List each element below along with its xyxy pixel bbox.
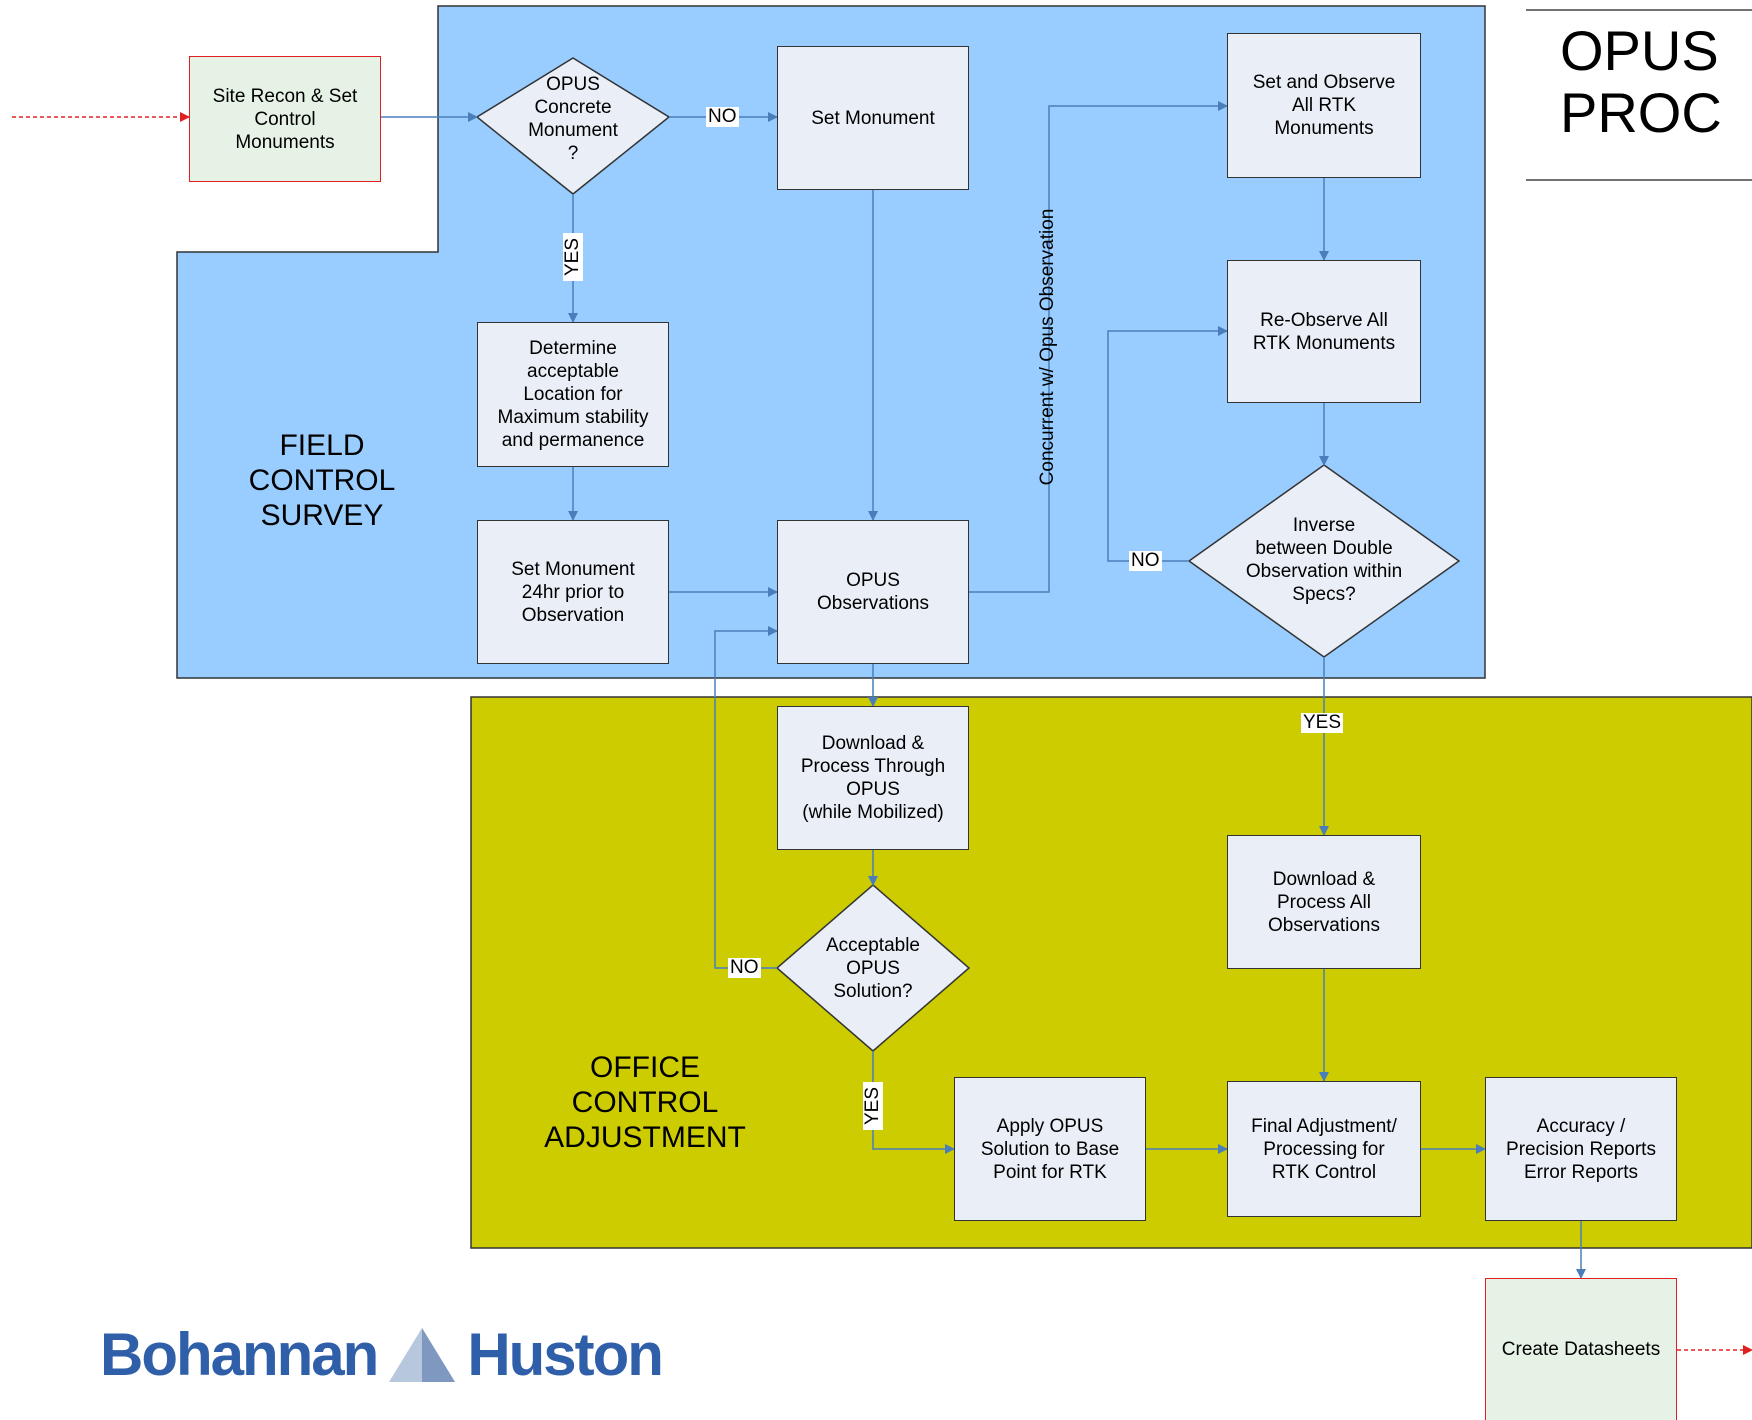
node-set-observe-rtk[interactable]: Set and Observe All RTK Monuments <box>1227 33 1421 178</box>
node-site-recon[interactable]: Site Recon & Set Control Monuments <box>189 56 381 182</box>
page-title: OPUS PROC <box>1560 19 1722 144</box>
company-logo: Bohannan Huston <box>100 1320 664 1389</box>
edge-label-no-set-monument: NO <box>706 106 739 127</box>
node-final-adjustment[interactable]: Final Adjustment/ Processing for RTK Con… <box>1227 1081 1421 1217</box>
node-download-process-opus[interactable]: Download & Process Through OPUS (while M… <box>777 706 969 850</box>
region-label-office: OFFICE CONTROL ADJUSTMENT <box>544 1051 746 1154</box>
node-inverse-specs[interactable]: Inverse between Double Observation withi… <box>1245 515 1403 605</box>
node-opus-observations[interactable]: OPUS Observations <box>777 520 969 664</box>
edge-label-concurrent: Concurrent w/ Opus Observation <box>1037 208 1058 486</box>
logo-triangle-icon <box>389 1327 456 1382</box>
edge-label-no-acceptable: NO <box>728 957 761 978</box>
logo-text-left: Bohannan <box>100 1321 379 1388</box>
edge-opusobs-to-setobserve <box>969 101 1228 593</box>
node-download-process-all[interactable]: Download & Process All Observations <box>1227 835 1421 969</box>
node-opus-concrete[interactable]: OPUS Concrete Monument ? <box>528 74 618 164</box>
node-reobserve-rtk[interactable]: Re-Observe All RTK Monuments <box>1227 260 1421 403</box>
node-acceptable-opus[interactable]: Acceptable OPUS Solution? <box>825 934 920 1002</box>
node-create-datasheets[interactable]: Create Datasheets <box>1485 1278 1677 1420</box>
node-apply-opus[interactable]: Apply OPUS Solution to Base Point for RT… <box>954 1077 1146 1221</box>
node-set-monument[interactable]: Set Monument <box>777 46 969 190</box>
edge-label-no-inverse: NO <box>1129 550 1162 571</box>
edge-label-yes-determine: YES <box>562 233 583 281</box>
node-accuracy-reports[interactable]: Accuracy / Precision Reports Error Repor… <box>1485 1077 1677 1221</box>
field-control-survey-region <box>176 5 1486 679</box>
logo-text-right: Huston <box>467 1321 664 1388</box>
region-label-field: FIELD CONTROL SURVEY <box>248 429 396 532</box>
node-set-monument-24hr[interactable]: Set Monument 24hr prior to Observation <box>477 520 669 664</box>
edge-label-yes-inverse: YES <box>1301 712 1344 733</box>
edge-label-yes-acceptable: YES <box>862 1082 883 1130</box>
node-determine-location[interactable]: Determine acceptable Location for Maximu… <box>477 322 669 467</box>
